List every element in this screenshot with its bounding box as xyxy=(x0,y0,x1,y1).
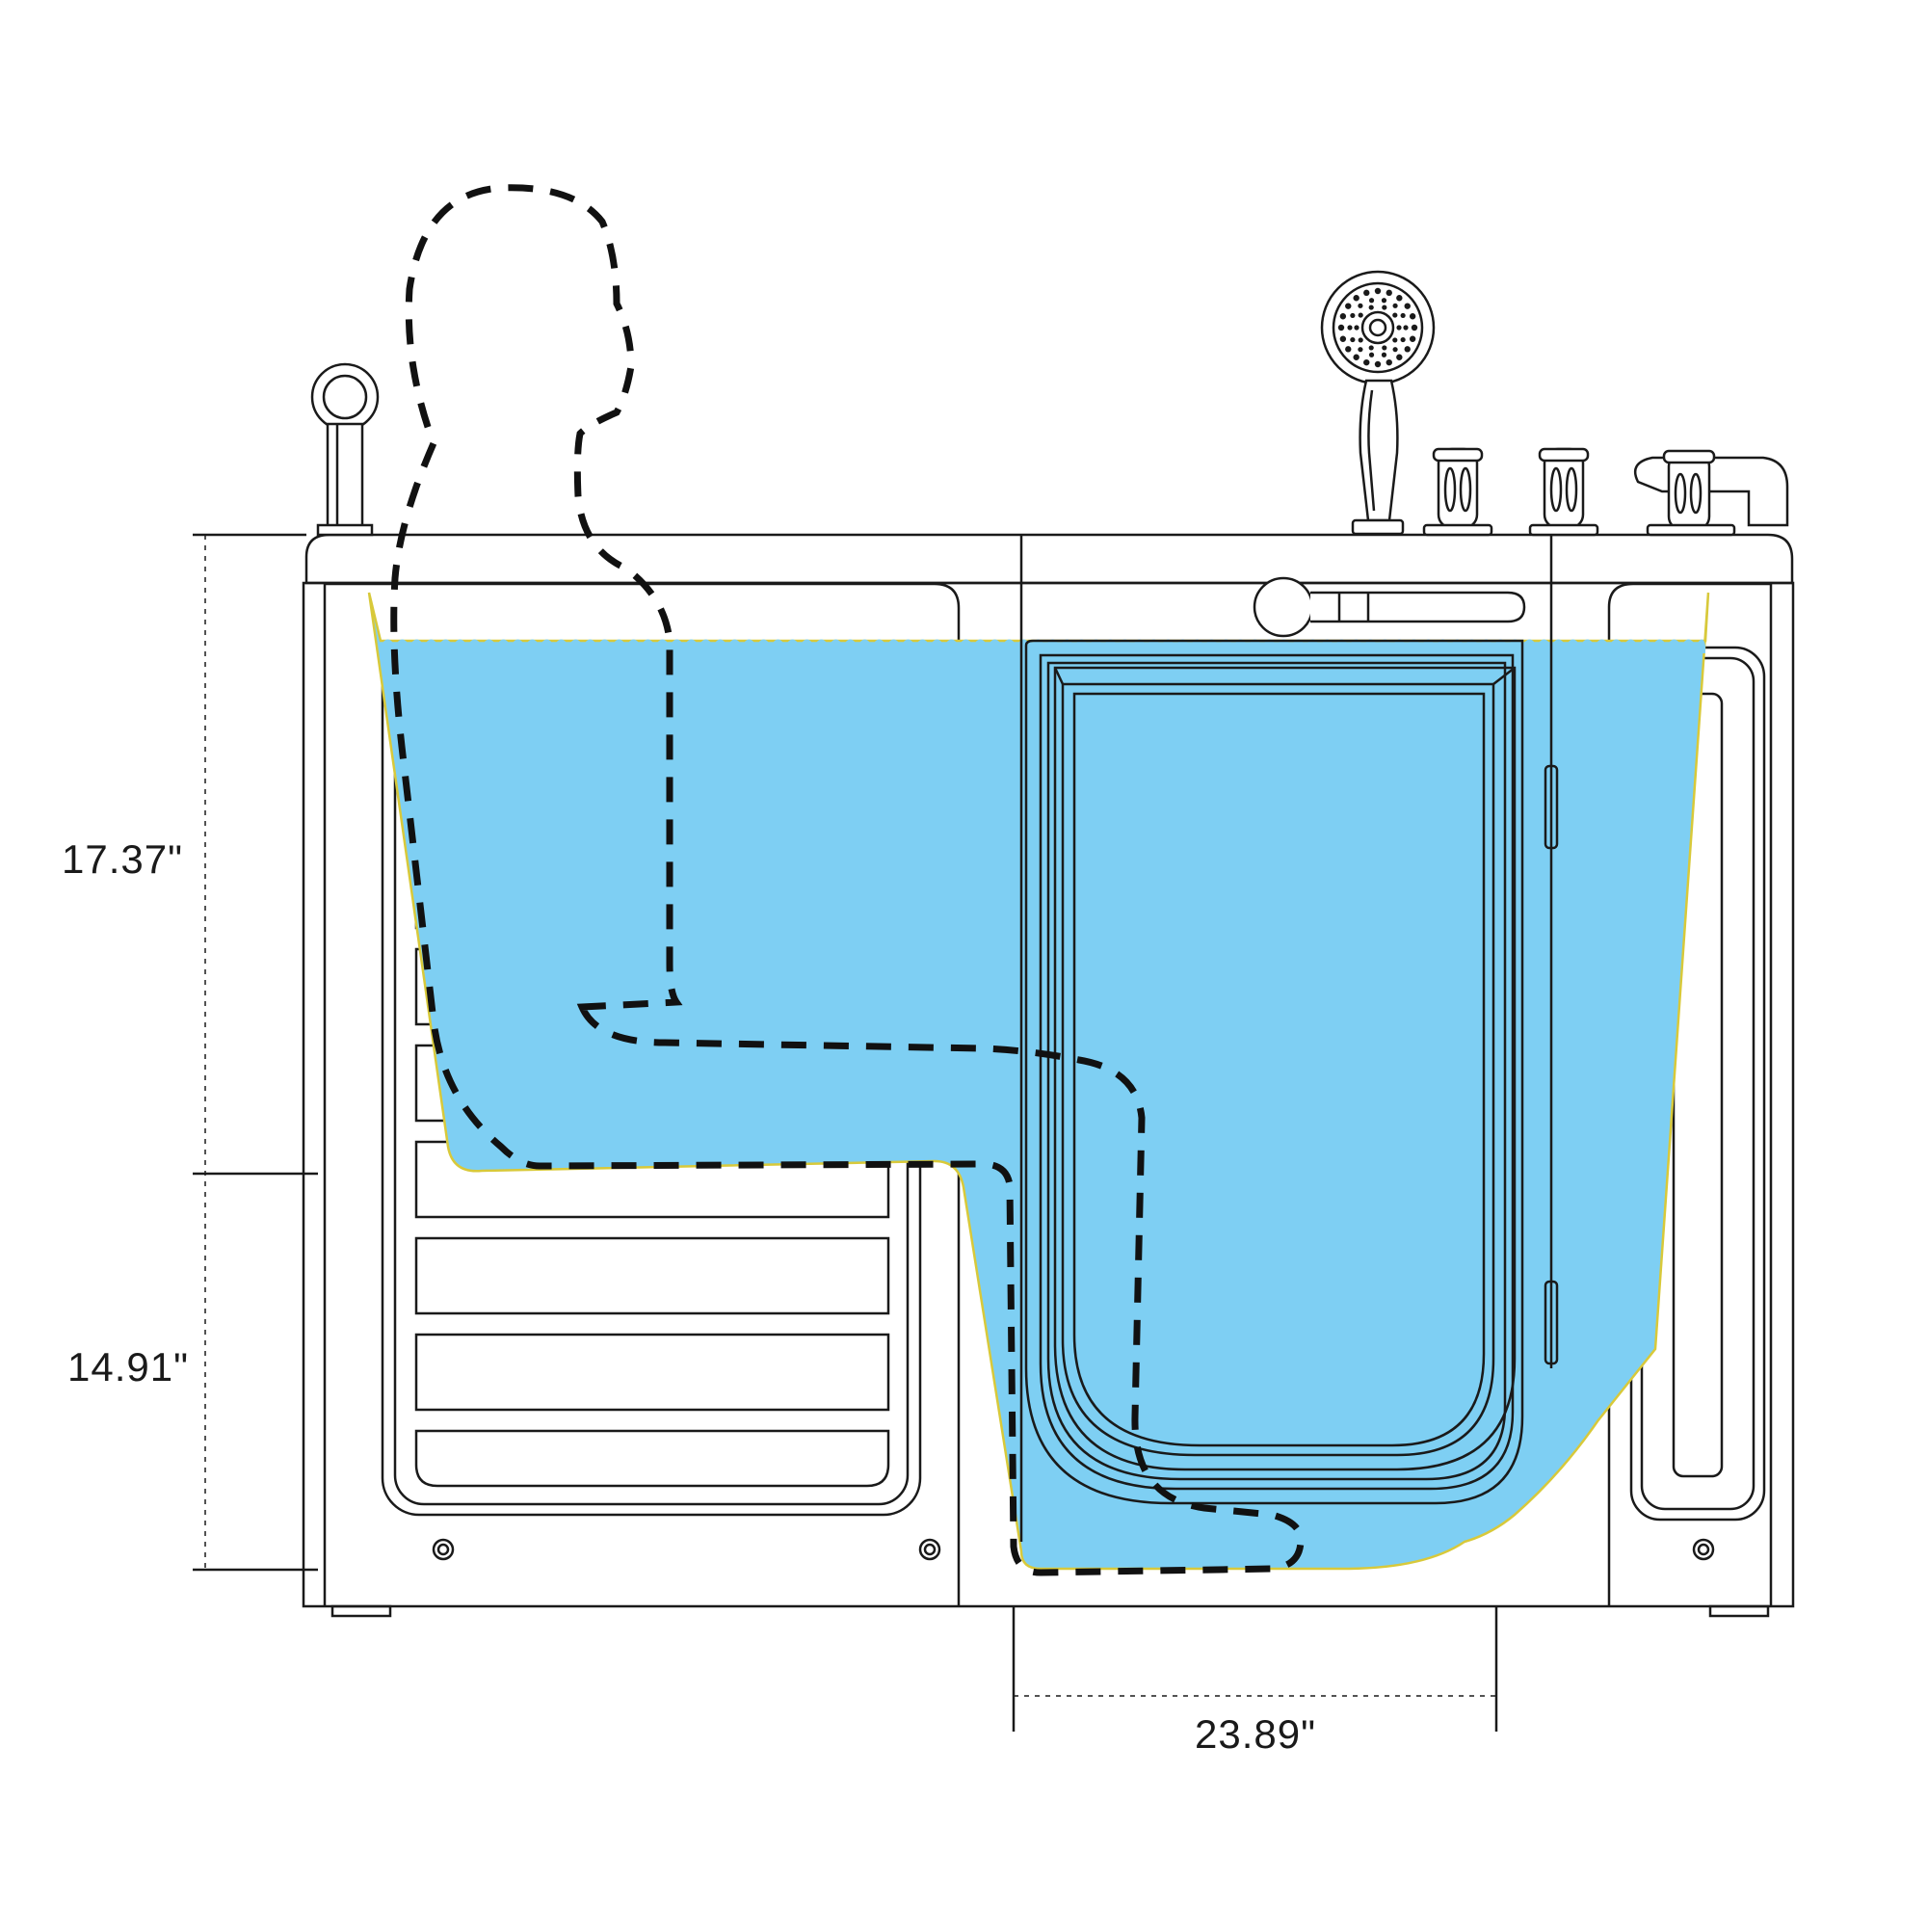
shower-nozzle xyxy=(1358,337,1363,343)
right-panel-outline xyxy=(1607,582,1771,1606)
shower-nozzle xyxy=(1374,287,1382,295)
dimension-lower-height: 14.91" xyxy=(67,1344,190,1389)
shower-nozzle xyxy=(1339,335,1347,342)
seat-outer-outline xyxy=(325,582,961,1606)
door-hinge-top xyxy=(1544,764,1559,850)
shower-nozzle xyxy=(1353,295,1359,302)
spout-valve xyxy=(1633,449,1789,537)
shower-nozzle xyxy=(1368,352,1375,357)
shower-nozzle xyxy=(1386,358,1392,366)
tub-body xyxy=(302,533,1795,1618)
door-window xyxy=(1061,682,1495,1457)
door-frame-inner xyxy=(1046,661,1507,1481)
shower-nozzle xyxy=(1409,335,1416,342)
tub-foot-left xyxy=(330,1604,392,1618)
tub-foot-right xyxy=(1708,1604,1770,1618)
shower-nozzle xyxy=(1358,303,1363,308)
grab-bar-post xyxy=(326,422,364,534)
shower-nozzle xyxy=(1409,313,1416,320)
shower-nozzle xyxy=(1396,295,1403,302)
valve-knob-2 xyxy=(1528,447,1599,537)
shower-nozzle xyxy=(1345,303,1352,309)
shower-nozzle xyxy=(1374,360,1382,368)
shower-nozzle xyxy=(1382,345,1387,351)
shower-nozzle xyxy=(1339,313,1347,320)
shower-nozzle xyxy=(1363,289,1370,297)
door-window-inner xyxy=(1072,692,1486,1447)
shower-nozzle xyxy=(1400,312,1406,319)
door-hinge-bottom xyxy=(1544,1280,1559,1365)
shower-nozzle xyxy=(1411,324,1418,331)
shower-nozzle xyxy=(1392,312,1398,318)
valve-knob-1 xyxy=(1422,447,1493,537)
shower-nozzle xyxy=(1382,304,1387,310)
door-window-bevel-1 xyxy=(1053,667,1065,685)
grab-bar-icon xyxy=(310,362,380,537)
grab-bar-base xyxy=(316,523,374,537)
shower-nozzle xyxy=(1353,354,1359,360)
shower-nozzle xyxy=(1392,303,1398,308)
slat-7 xyxy=(414,1236,890,1315)
shower-nozzle xyxy=(1386,289,1392,297)
shower-nozzles xyxy=(1337,287,1418,368)
shower-nozzle xyxy=(1368,304,1374,310)
handheld-shower-icon xyxy=(1320,270,1436,536)
shower-nozzle xyxy=(1345,346,1352,353)
door-handle-lever xyxy=(1310,591,1526,623)
shower-nozzle xyxy=(1358,347,1363,353)
shower-nozzle xyxy=(1368,298,1375,304)
shower-nozzle xyxy=(1396,325,1402,331)
door-handle-knob xyxy=(1253,576,1314,638)
shower-nozzle xyxy=(1404,346,1411,353)
water-fill xyxy=(367,592,1710,1571)
shower-nozzle xyxy=(1392,337,1398,343)
tub-door xyxy=(1019,535,1559,1542)
person-silhouette xyxy=(390,184,1305,1576)
screw-left-2 xyxy=(918,1538,941,1561)
dimension-door-width: 23.89" xyxy=(1195,1711,1317,1757)
shower-nozzle xyxy=(1381,298,1387,304)
tub-outer-frame xyxy=(302,581,1795,1608)
shower-nozzle xyxy=(1363,358,1370,366)
water-surface xyxy=(381,639,1705,653)
door-window-outer xyxy=(1053,666,1517,1471)
shower-handle xyxy=(1359,379,1399,522)
shower-nozzle xyxy=(1347,325,1353,331)
screw-left-1 xyxy=(432,1538,455,1561)
door-window-bevel-2 xyxy=(1492,667,1516,685)
dimension-lines xyxy=(193,533,1498,1732)
grab-bar-ring-inner xyxy=(322,374,368,420)
door-frame-mid xyxy=(1039,653,1515,1491)
slat-8 xyxy=(414,1333,890,1412)
valve-knob-icon xyxy=(1422,447,1789,537)
screw-right xyxy=(1692,1538,1715,1561)
shower-base xyxy=(1351,518,1405,536)
shower-nozzle xyxy=(1404,303,1411,309)
shower-nozzle xyxy=(1396,354,1403,360)
shower-nozzle xyxy=(1358,312,1363,318)
shower-nozzle xyxy=(1350,312,1356,319)
water-body xyxy=(367,592,1710,1571)
shower-nozzle xyxy=(1354,325,1359,331)
shower-nozzle xyxy=(1368,345,1374,351)
shower-nozzle xyxy=(1337,324,1345,331)
shower-nozzle xyxy=(1403,325,1409,331)
shower-nozzle xyxy=(1350,336,1356,343)
shower-nozzle xyxy=(1400,336,1406,343)
tub-top-rim xyxy=(304,533,1794,585)
door-handle-icon xyxy=(1253,576,1526,638)
slat-9 xyxy=(414,1429,890,1488)
dimension-upper-height: 17.37" xyxy=(62,836,184,882)
shower-nozzle xyxy=(1392,347,1398,353)
shower-nozzle xyxy=(1381,352,1387,357)
door-frame-outer xyxy=(1024,639,1524,1505)
